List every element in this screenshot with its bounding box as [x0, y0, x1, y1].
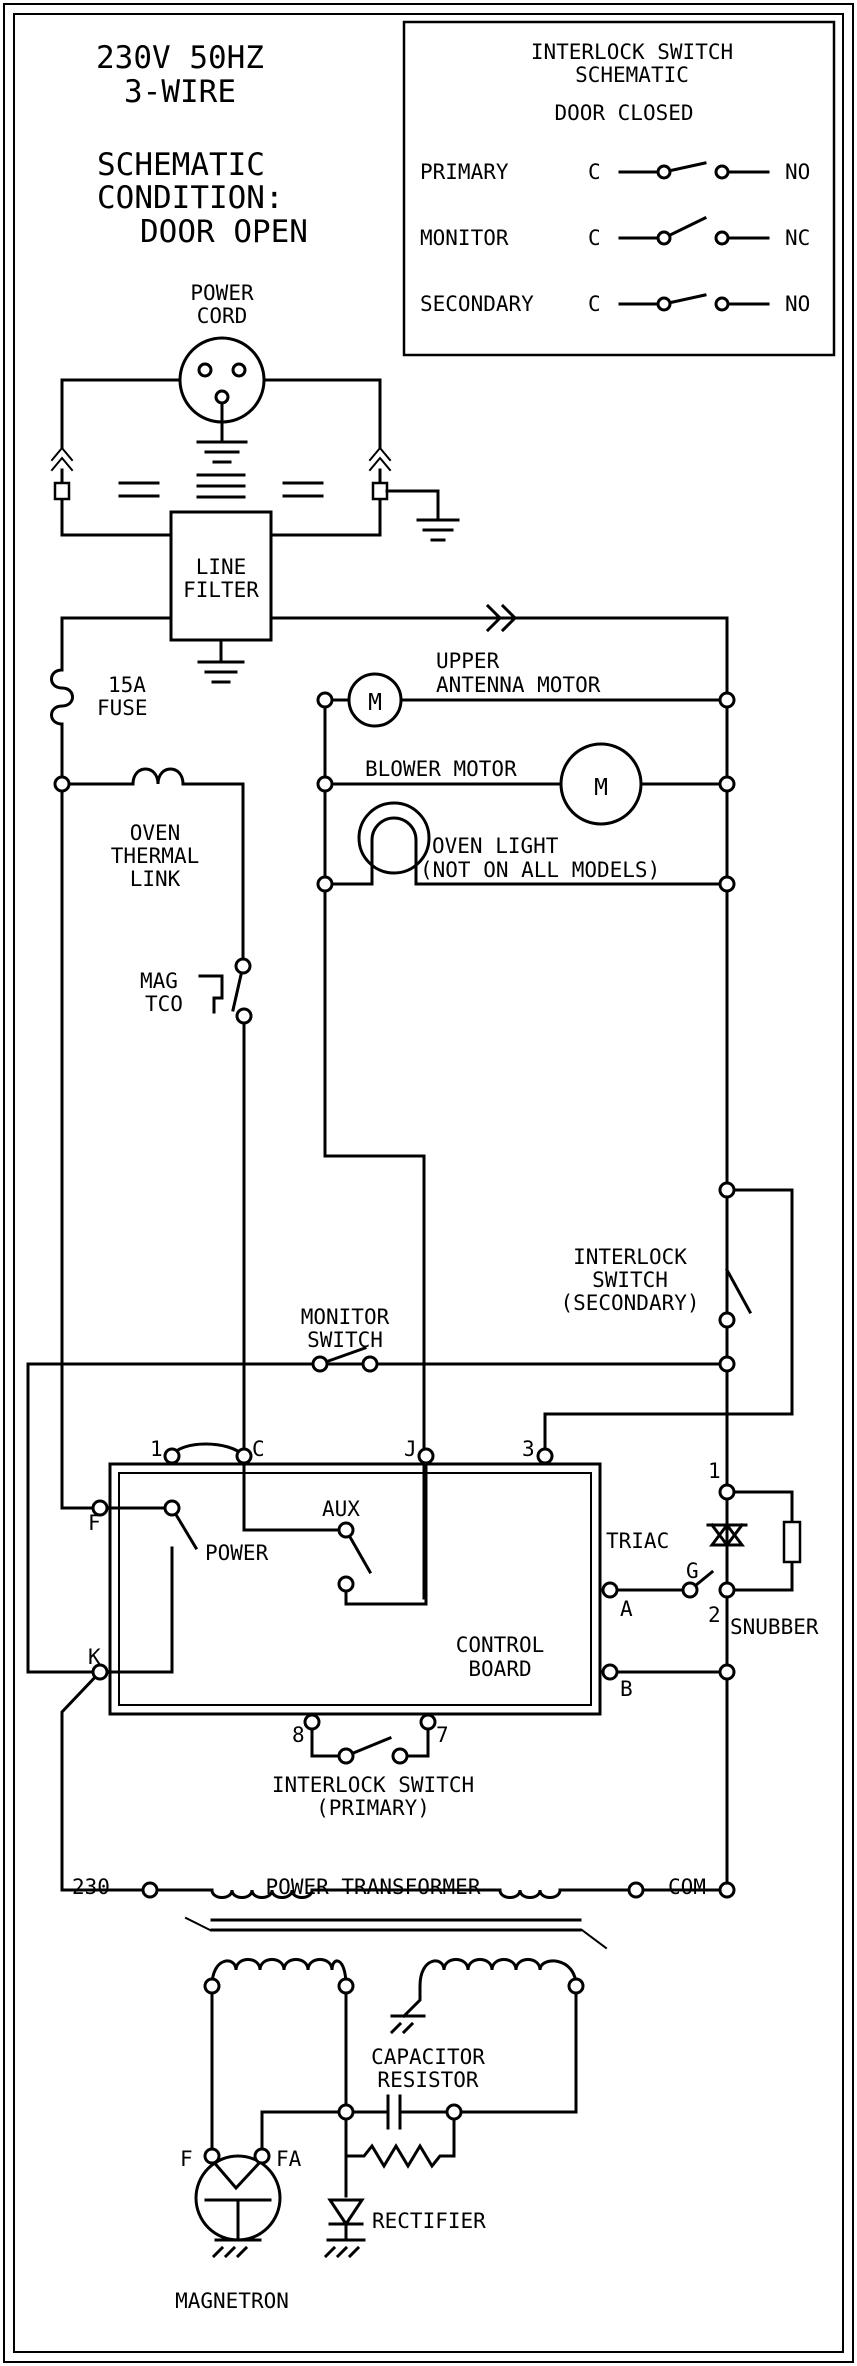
primary-switch-label-2: (PRIMARY) [316, 1796, 430, 1820]
line-filter-label-1: LINE [196, 555, 247, 579]
inner-frame [13, 13, 844, 2353]
triac-terminal-1-label: 1 [708, 1459, 721, 1483]
thermal-link-label-3: LINK [130, 867, 181, 891]
aux-relay-label: AUX [322, 1497, 360, 1521]
thermal-link-label-1: OVEN [130, 821, 181, 845]
monitor-switch-label-1: MONITOR [301, 1305, 390, 1329]
fuse-label-1: 15A [108, 673, 146, 697]
terminal-g-label: G [686, 1559, 699, 1583]
power-cord-label-2: CORD [197, 304, 248, 328]
legend-monitor-switch [618, 215, 770, 240]
capacitor-label-2: RESISTOR [377, 2068, 479, 2092]
supply-rating: 230V 50HZ [96, 40, 264, 76]
power-relay-label: POWER [205, 1541, 269, 1565]
snubber-resistor [782, 1520, 802, 1564]
power-cord: POWER CORD [178, 281, 266, 464]
magnetron-fa-label: FA [276, 2147, 302, 2171]
antenna-motor-label-1: UPPER [436, 649, 500, 673]
capacitor-resistor-symbol [260, 2094, 456, 2169]
legend-primary-c: C [588, 160, 601, 184]
transformer-label: POWER TRANSFORMER [266, 1875, 481, 1899]
magnetron-label: MAGNETRON [175, 2289, 289, 2313]
interlock-legend-box: INTERLOCK SWITCH SCHEMATIC DOOR CLOSED P… [402, 20, 836, 357]
terminal-1-label: 1 [150, 1437, 163, 1461]
outer-frame [3, 3, 854, 2363]
oven-light-label-2: (NOT ON ALL MODELS) [420, 858, 660, 882]
high-voltage-winding [418, 1958, 578, 1988]
condition-line-3: DOOR OPEN [140, 214, 308, 250]
terminal-3-label: 3 [522, 1437, 535, 1461]
secondary-switch-label-1: INTERLOCK [573, 1245, 687, 1269]
terminal-j-label: J [404, 1437, 417, 1461]
secondary-switch-label-2: SWITCH [592, 1268, 668, 1292]
legend-monitor-state: NC [785, 226, 810, 250]
mag-tco-label-1: MAG [140, 969, 178, 993]
tap-230-label: 230 [72, 1875, 110, 1899]
capacitor-label-1: CAPACITOR [371, 2045, 485, 2069]
legend-primary-state: NO [785, 160, 810, 184]
thermal-link-label-2: THERMAL [111, 844, 200, 868]
legend-monitor-name: MONITOR [420, 226, 509, 250]
rectifier-label: RECTIFIER [372, 2209, 486, 2233]
control-board-label-1: CONTROL [456, 1633, 545, 1657]
legend-monitor-c: C [588, 226, 601, 250]
legend-secondary-c: C [588, 292, 601, 316]
connection-terminals [53, 691, 736, 2165]
filament-winding [210, 1958, 348, 1988]
oven-light-label-1: OVEN LIGHT [432, 834, 559, 858]
legend-secondary-name: SECONDARY [420, 292, 534, 316]
connector-symbol [485, 603, 518, 633]
control-board-label-2: BOARD [468, 1657, 531, 1681]
condition-line-1: SCHEMATIC [97, 147, 265, 183]
legend-title-2: SCHEMATIC [575, 63, 689, 87]
line-filter: LINE FILTER [169, 510, 273, 684]
terminal-a-label: A [620, 1597, 633, 1621]
tap-com-label: COM [668, 1875, 706, 1899]
secondary-interlock-switch [724, 1267, 753, 1315]
magnetron-symbol: MAGNETRON [175, 2154, 289, 2313]
legend-secondary-switch [618, 293, 770, 306]
terminal-c-label: C [252, 1437, 265, 1461]
terminal-k-label: K [88, 1645, 101, 1669]
legend-subtitle: DOOR CLOSED [554, 101, 693, 125]
primary-switch-label-1: INTERLOCK SWITCH [272, 1773, 474, 1797]
monitor-switch-label-2: SWITCH [307, 1328, 383, 1352]
condition-line-2: CONDITION: [97, 180, 284, 216]
mag-tco-label-2: TCO [145, 992, 183, 1016]
line-filter-label-2: FILTER [183, 578, 259, 602]
terminal-7-label: 7 [436, 1723, 449, 1747]
secondary-switch-label-3: (SECONDARY) [560, 1291, 699, 1315]
legend-title-1: INTERLOCK SWITCH [531, 40, 733, 64]
antenna-motor-label-2: ANTENNA MOTOR [436, 673, 601, 697]
triac-terminal-2-label: 2 [708, 1603, 721, 1627]
antenna-motor-symbol [347, 672, 403, 728]
power-cord-label-1: POWER [190, 281, 254, 305]
terminal-f-label: F [88, 1511, 101, 1535]
fuse-label-2: FUSE [97, 696, 148, 720]
terminal-8-label: 8 [292, 1723, 305, 1747]
triac-label: TRIAC [606, 1529, 669, 1553]
terminal-b-label: B [620, 1677, 633, 1701]
blower-motor-m: M [594, 775, 608, 801]
blower-motor-symbol [559, 742, 643, 826]
legend-primary-name: PRIMARY [420, 160, 509, 184]
snubber-label: SNUBBER [730, 1615, 819, 1639]
oven-light-symbol [323, 816, 729, 886]
supply-wires: 3-WIRE [124, 74, 236, 110]
fuse-symbol [50, 668, 74, 726]
blower-motor-label: BLOWER MOTOR [365, 757, 517, 781]
legend-primary-switch [618, 161, 770, 174]
control-board: CONTROL BOARD [108, 1462, 602, 1716]
rectifier-symbol [323, 2198, 366, 2259]
magnetron-f-label: F [180, 2147, 193, 2171]
triac-symbol [706, 1522, 748, 1548]
thermal-link-symbol [60, 767, 245, 968]
antenna-motor-m: M [368, 690, 382, 716]
transformer-core [210, 1918, 582, 1932]
legend-secondary-state: NO [785, 292, 810, 316]
